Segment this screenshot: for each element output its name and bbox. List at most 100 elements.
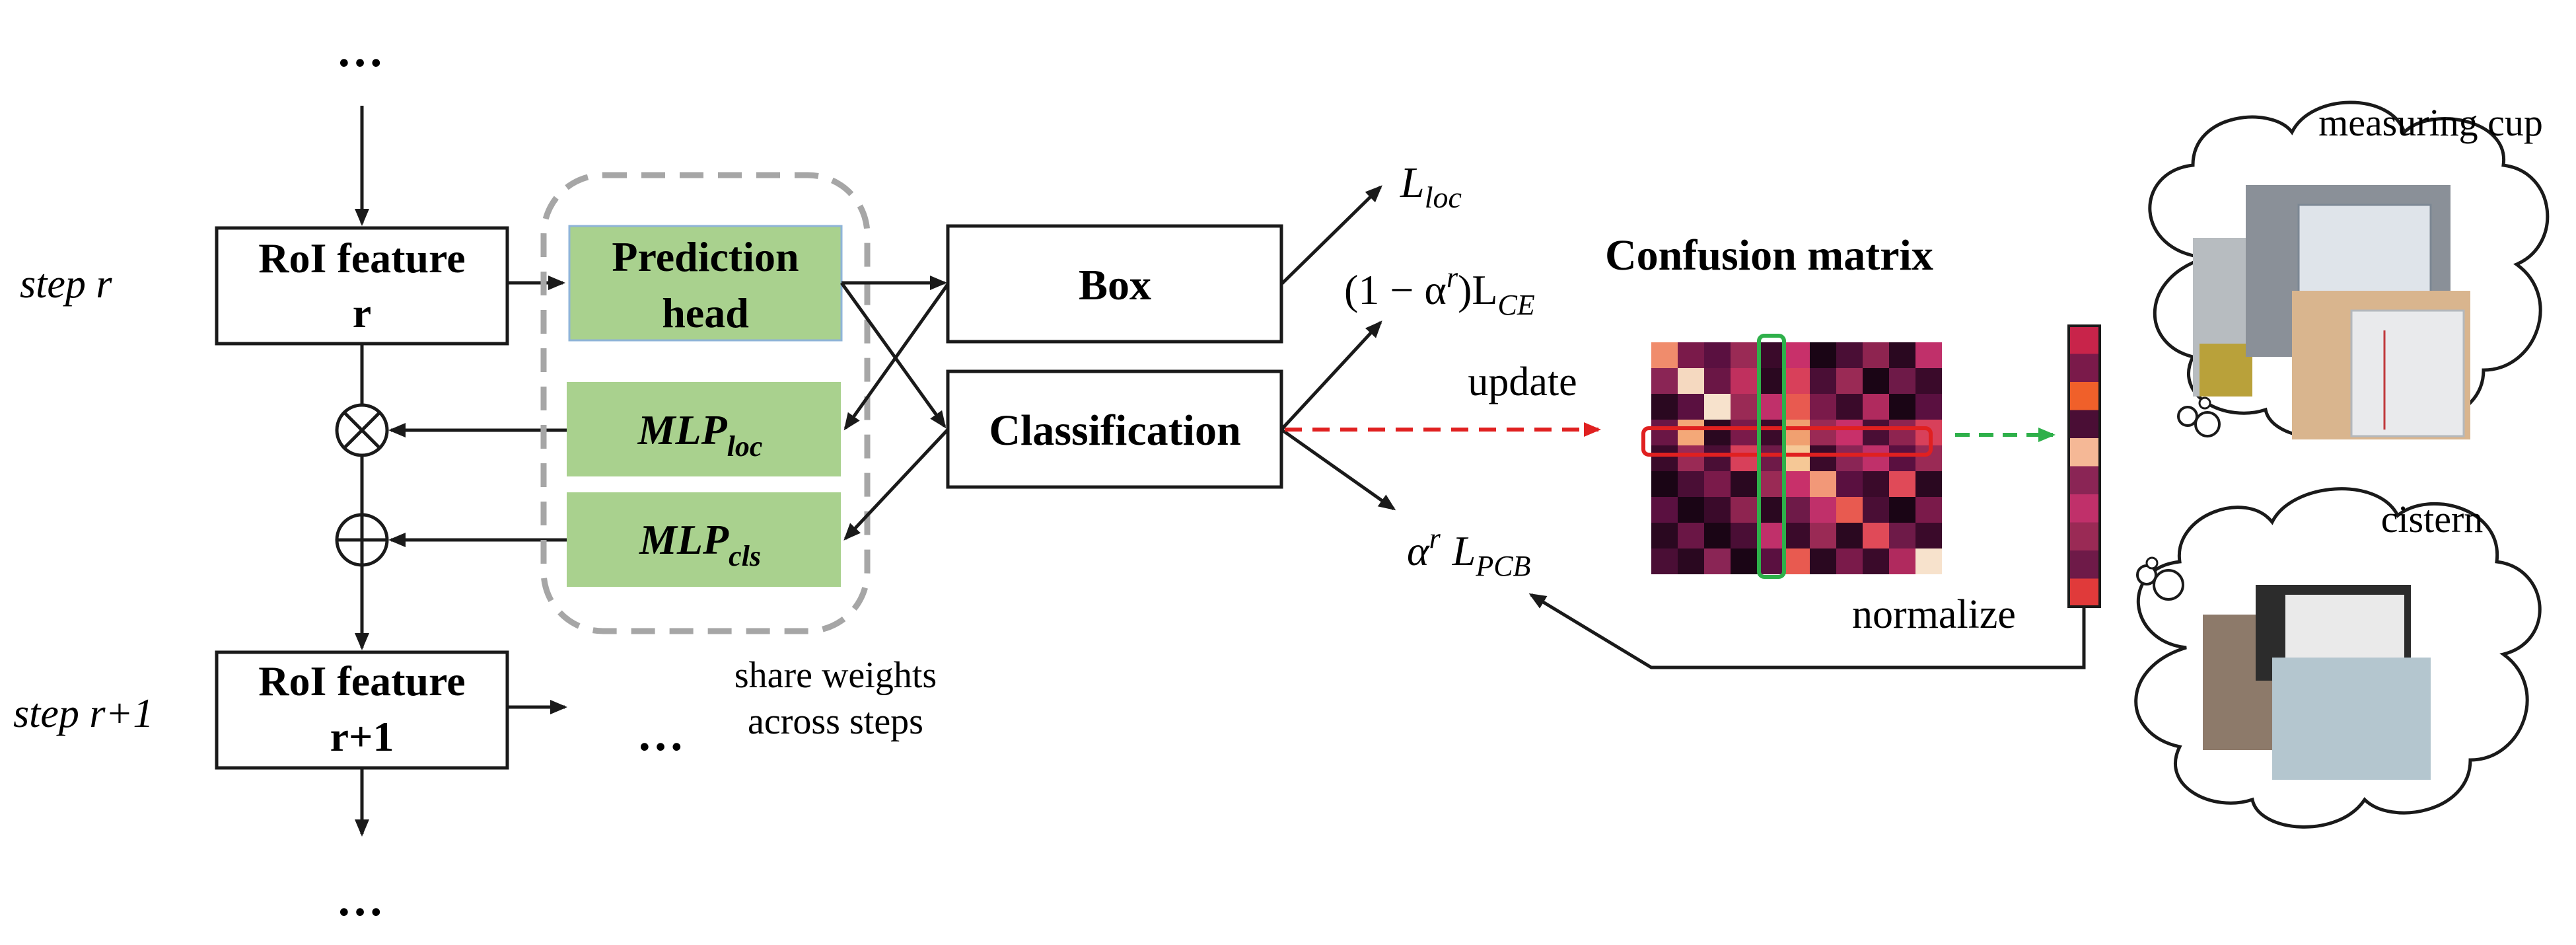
confusion-matrix-cell bbox=[1678, 497, 1704, 523]
confusion-matrix-cell bbox=[1704, 548, 1731, 574]
confusion-matrix-cell bbox=[1731, 471, 1757, 497]
confusion-matrix-cell bbox=[1810, 548, 1836, 574]
mlp-cls-label: MLPcls bbox=[639, 516, 761, 572]
mlp-cls-box bbox=[567, 492, 841, 587]
confusion-matrix-cell bbox=[1678, 368, 1704, 394]
normalized-vector-cell bbox=[2069, 522, 2100, 550]
confusion-matrix-cell bbox=[1757, 368, 1783, 394]
measuring-cup-label: measuring cup bbox=[2318, 101, 2543, 144]
l-ce-label: (1 − αr)LCE bbox=[1344, 261, 1535, 321]
arrow-classification-to-mlp-cls bbox=[843, 428, 949, 541]
confusion-matrix-cell bbox=[1731, 445, 1757, 471]
confusion-matrix-cell bbox=[1757, 523, 1783, 548]
box-block bbox=[946, 224, 1283, 344]
confusion-matrix-cell bbox=[1678, 342, 1704, 368]
confusion-matrix-cell bbox=[1783, 368, 1810, 394]
confusion-matrix-cell bbox=[1863, 420, 1889, 445]
confusion-matrix-cell bbox=[1651, 342, 1678, 368]
confusion-matrix-cell bbox=[1889, 523, 1915, 548]
bottom-ellipsis: … bbox=[336, 873, 384, 926]
confusion-matrix-cell bbox=[1889, 497, 1915, 523]
confusion-matrix-col-highlight bbox=[1757, 334, 1786, 579]
confusion-matrix-cell bbox=[1731, 497, 1757, 523]
roi-feature-r1-line1: RoI feature bbox=[258, 658, 465, 704]
mlp-loc-box bbox=[567, 382, 841, 476]
confusion-matrix-grid bbox=[1651, 342, 1942, 574]
confusion-matrix-cell bbox=[1731, 394, 1757, 420]
confusion-matrix-cell bbox=[1915, 368, 1942, 394]
box-label: Box bbox=[1079, 261, 1151, 309]
confusion-matrix-cell bbox=[1678, 420, 1704, 445]
confusion-matrix-cell bbox=[1863, 368, 1889, 394]
prediction-head-line2: head bbox=[662, 289, 749, 336]
confusion-matrix-cell bbox=[1704, 445, 1731, 471]
confusion-matrix-cell bbox=[1810, 497, 1836, 523]
step-r-label: step r bbox=[20, 262, 112, 307]
confusion-matrix-cell bbox=[1757, 394, 1783, 420]
confusion-matrix-cell bbox=[1651, 394, 1678, 420]
confusion-matrix-cell bbox=[1651, 523, 1678, 548]
arrow-classification-to-lce bbox=[1280, 321, 1382, 431]
confusion-matrix-cell bbox=[1836, 420, 1863, 445]
confusion-matrix-cell bbox=[1757, 497, 1783, 523]
confusion-matrix-cell bbox=[1783, 342, 1810, 368]
shared-weights-group bbox=[540, 172, 871, 634]
step-r1-label: step r+1 bbox=[13, 691, 153, 736]
confusion-matrix-row-highlight bbox=[1641, 426, 1933, 457]
confusion-matrix-cell bbox=[1810, 368, 1836, 394]
confusion-matrix-cell bbox=[1836, 523, 1863, 548]
confusion-matrix-cell bbox=[1836, 497, 1863, 523]
confusion-matrix-cell bbox=[1915, 523, 1942, 548]
confusion-matrix-cell bbox=[1731, 368, 1757, 394]
normalized-vector bbox=[2067, 324, 2101, 608]
mlp-loc-label: MLPloc bbox=[637, 406, 763, 463]
confusion-matrix-cell bbox=[1810, 420, 1836, 445]
confusion-matrix-cell bbox=[1651, 471, 1678, 497]
confusion-matrix-cell bbox=[1863, 445, 1889, 471]
confusion-matrix-cell bbox=[1783, 548, 1810, 574]
mid-ellipsis: … bbox=[637, 708, 684, 761]
confusion-matrix-cell bbox=[1783, 523, 1810, 548]
confusion-matrix-cell bbox=[1863, 471, 1889, 497]
confusion-matrix-cell bbox=[1704, 368, 1731, 394]
normalized-vector-cell bbox=[2069, 550, 2100, 579]
confusion-matrix-cell bbox=[1836, 548, 1863, 574]
confusion-matrix-cell bbox=[1889, 420, 1915, 445]
confusion-matrix-cell bbox=[1651, 445, 1678, 471]
share-weights-line1: share weights bbox=[734, 655, 937, 696]
roi-feature-r1-line2: r+1 bbox=[330, 713, 394, 760]
normalized-vector-cell bbox=[2069, 354, 2100, 382]
confusion-matrix-cell bbox=[1863, 548, 1889, 574]
confusion-matrix-cell bbox=[1757, 471, 1783, 497]
cistern-label: cistern bbox=[2381, 498, 2484, 541]
confusion-matrix-cell bbox=[1889, 394, 1915, 420]
confusion-matrix-cell bbox=[1915, 471, 1942, 497]
confusion-matrix-cell bbox=[1863, 523, 1889, 548]
normalized-vector-cell bbox=[2069, 326, 2100, 354]
confusion-matrix-cell bbox=[1678, 471, 1704, 497]
confusion-matrix-cell bbox=[1783, 471, 1810, 497]
top-ellipsis: … bbox=[336, 24, 384, 77]
normalized-vector-cell bbox=[2069, 578, 2100, 607]
feedback-arrow bbox=[1528, 593, 2086, 669]
confusion-matrix-cell bbox=[1704, 471, 1731, 497]
normalized-vector-cell bbox=[2069, 410, 2100, 438]
confusion-matrix-cell bbox=[1757, 420, 1783, 445]
roi-feature-r-box bbox=[215, 226, 509, 346]
classification-label: Classification bbox=[989, 406, 1240, 455]
confusion-matrix-cell bbox=[1836, 471, 1863, 497]
confusion-matrix-cell bbox=[1836, 342, 1863, 368]
confusion-matrix-cell bbox=[1783, 394, 1810, 420]
confusion-matrix-cell bbox=[1810, 445, 1836, 471]
confusion-matrix-cell bbox=[1651, 368, 1678, 394]
confusion-matrix-cell bbox=[1889, 471, 1915, 497]
confusion-matrix-cell bbox=[1836, 368, 1863, 394]
thought-cloud-cistern: cistern bbox=[2134, 487, 2542, 829]
confusion-matrix-cell bbox=[1678, 523, 1704, 548]
confusion-matrix-cell bbox=[1731, 420, 1757, 445]
confusion-matrix-cell bbox=[1889, 548, 1915, 574]
normalized-vector-cell bbox=[2069, 494, 2100, 523]
confusion-matrix-cell bbox=[1704, 394, 1731, 420]
